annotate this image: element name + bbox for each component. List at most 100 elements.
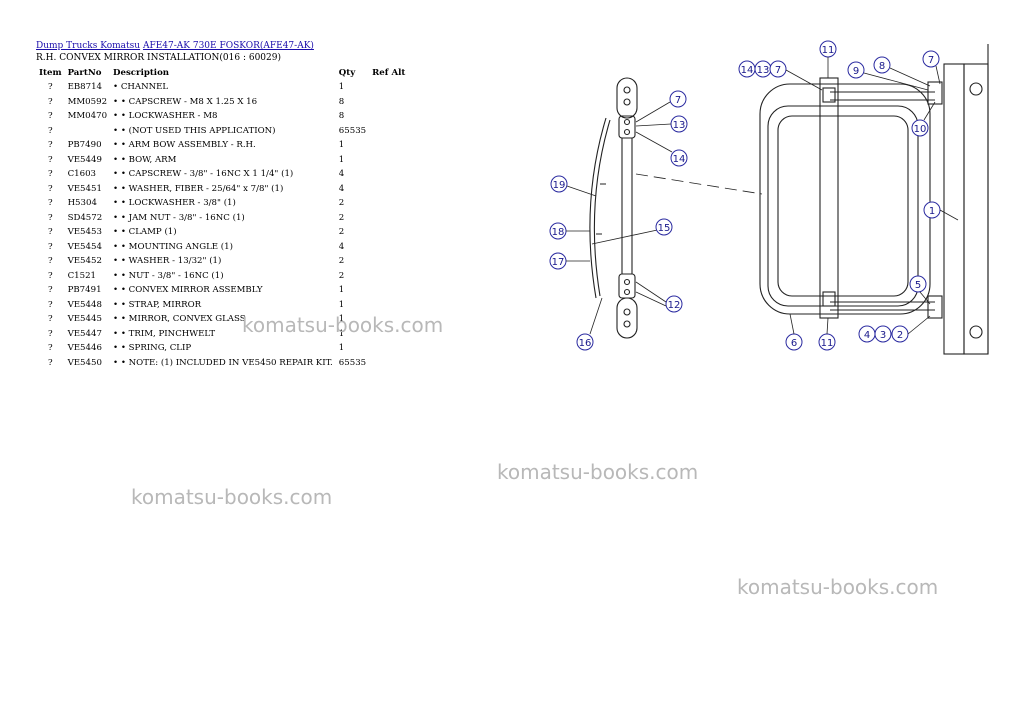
breadcrumb: Dump Trucks Komatsu AFE47-AK 730E FOSKOR… xyxy=(36,40,314,52)
cell-ref-alt xyxy=(369,167,408,182)
cell-item: ? xyxy=(47,357,53,368)
callout-4[interactable]: 4 xyxy=(858,325,876,343)
cell-qty: 2 xyxy=(338,227,345,238)
callout-14-top[interactable]: 14 xyxy=(738,60,756,78)
cell-description: • • (NOT USED THIS APPLICATION) xyxy=(113,125,276,136)
table-row: ?SD4572• • JAM NUT - 3/8" - 16NC (1)2 xyxy=(36,211,408,226)
watermark: komatsu-books.com xyxy=(737,575,939,599)
table-row: ?VE5453• • CLAMP (1)2 xyxy=(36,225,408,240)
cell-partno: H5304 xyxy=(67,198,97,209)
callout-7-top[interactable]: 7 xyxy=(769,60,787,78)
column-header-description: Description xyxy=(113,68,170,78)
table-row: ?C1521• • NUT - 3/8" - 16NC (1)2 xyxy=(36,269,408,284)
cell-qty: 1 xyxy=(338,314,345,325)
svg-text:10: 10 xyxy=(914,124,927,135)
table-row: ?VE5452• • WASHER - 13/32" (1)2 xyxy=(36,254,408,269)
cell-ref-alt xyxy=(369,240,408,255)
cell-ref-alt xyxy=(369,298,408,313)
breadcrumb-link-dump-trucks[interactable]: Dump Trucks Komatsu xyxy=(36,41,141,51)
callout-19[interactable]: 19 xyxy=(550,175,568,193)
exploded-diagram: 11 14 13 7 9 8 7 10 1 5 6 11 4 3 2 7 13 … xyxy=(549,40,989,355)
cell-description: • • STRAP, MIRROR xyxy=(113,299,202,310)
breadcrumb-link-model[interactable]: AFE47-AK 730E FOSKOR(AFE47-AK) xyxy=(142,41,314,51)
svg-text:9: 9 xyxy=(853,66,859,77)
cell-qty: 1 xyxy=(338,299,345,310)
cell-partno: VE5447 xyxy=(67,328,102,339)
cell-description: • • ARM BOW ASSEMBLY - R.H. xyxy=(113,140,256,151)
cell-description: • CHANNEL xyxy=(113,82,169,93)
cell-partno: PB7490 xyxy=(67,140,102,151)
cell-qty: 4 xyxy=(338,241,345,252)
callout-11-bottom[interactable]: 11 xyxy=(818,333,836,351)
svg-text:4: 4 xyxy=(864,330,870,341)
cell-partno: VE5452 xyxy=(67,256,102,267)
cell-item: ? xyxy=(47,96,53,107)
cell-item: ? xyxy=(47,328,53,339)
callout-16[interactable]: 16 xyxy=(576,333,594,351)
watermark: komatsu-books.com xyxy=(242,313,444,337)
page-title: R.H. CONVEX MIRROR INSTALLATION(016 : 60… xyxy=(36,53,281,63)
cell-item: ? xyxy=(47,241,53,252)
cell-partno xyxy=(65,124,110,139)
cell-qty: 1 xyxy=(338,285,345,296)
callout-11-top[interactable]: 11 xyxy=(819,40,837,58)
cell-qty: 2 xyxy=(338,198,345,209)
cell-ref-alt xyxy=(369,269,408,284)
callout-1[interactable]: 1 xyxy=(923,201,941,219)
cell-qty: 1 xyxy=(338,343,345,354)
callout-12[interactable]: 12 xyxy=(665,295,683,313)
cell-qty: 4 xyxy=(338,183,345,194)
callout-8[interactable]: 8 xyxy=(873,56,891,74)
cell-qty: 2 xyxy=(338,270,345,281)
callout-17[interactable]: 17 xyxy=(549,252,567,270)
callout-3[interactable]: 3 xyxy=(874,325,892,343)
watermark: komatsu-books.com xyxy=(497,460,699,484)
cell-description: • • LOCKWASHER - M8 xyxy=(113,111,218,122)
callout-15[interactable]: 15 xyxy=(655,218,673,236)
cell-ref-alt xyxy=(369,182,408,197)
callout-9[interactable]: 9 xyxy=(847,61,865,79)
cell-qty: 4 xyxy=(338,169,345,180)
callout-14-left[interactable]: 14 xyxy=(670,149,688,167)
callout-2[interactable]: 2 xyxy=(891,325,909,343)
svg-text:7: 7 xyxy=(675,95,681,106)
cell-description: • • SPRING, CLIP xyxy=(113,343,192,354)
cell-description: • • WASHER, FIBER - 25/64" x 7/8" (1) xyxy=(113,183,284,194)
cell-ref-alt xyxy=(369,153,408,168)
parts-table: Item PartNo Description Qty Ref Alt ?EB8… xyxy=(36,66,408,370)
callout-7-left[interactable]: 7 xyxy=(669,90,687,108)
table-row: ?PB7490• • ARM BOW ASSEMBLY - R.H.1 xyxy=(36,138,408,153)
svg-text:7: 7 xyxy=(775,65,781,76)
callout-13-left[interactable]: 13 xyxy=(670,115,688,133)
cell-ref-alt xyxy=(369,80,408,95)
cell-partno: VE5449 xyxy=(67,154,102,165)
svg-text:14: 14 xyxy=(741,65,754,76)
callout-7-right[interactable]: 7 xyxy=(922,50,940,68)
cell-partno: C1521 xyxy=(67,270,97,281)
callout-5[interactable]: 5 xyxy=(909,275,927,293)
cell-item: ? xyxy=(47,82,53,93)
cell-item: ? xyxy=(47,154,53,165)
callout-13-top[interactable]: 13 xyxy=(754,60,772,78)
callout-10[interactable]: 10 xyxy=(911,119,929,137)
svg-text:14: 14 xyxy=(673,154,686,165)
table-row: ?VE5451• • WASHER, FIBER - 25/64" x 7/8"… xyxy=(36,182,408,197)
callout-6[interactable]: 6 xyxy=(785,333,803,351)
cell-partno: VE5445 xyxy=(67,314,102,325)
cell-item: ? xyxy=(47,198,53,209)
cell-qty: 1 xyxy=(338,82,345,93)
cell-qty: 1 xyxy=(338,140,345,151)
cell-partno: MM0592 xyxy=(67,96,108,107)
callout-18[interactable]: 18 xyxy=(549,222,567,240)
cell-item: ? xyxy=(47,256,53,267)
cell-partno: VE5448 xyxy=(67,299,102,310)
svg-text:18: 18 xyxy=(552,227,565,238)
cell-partno: MM0470 xyxy=(67,111,108,122)
cell-item: ? xyxy=(47,125,53,136)
cell-ref-alt xyxy=(369,196,408,211)
